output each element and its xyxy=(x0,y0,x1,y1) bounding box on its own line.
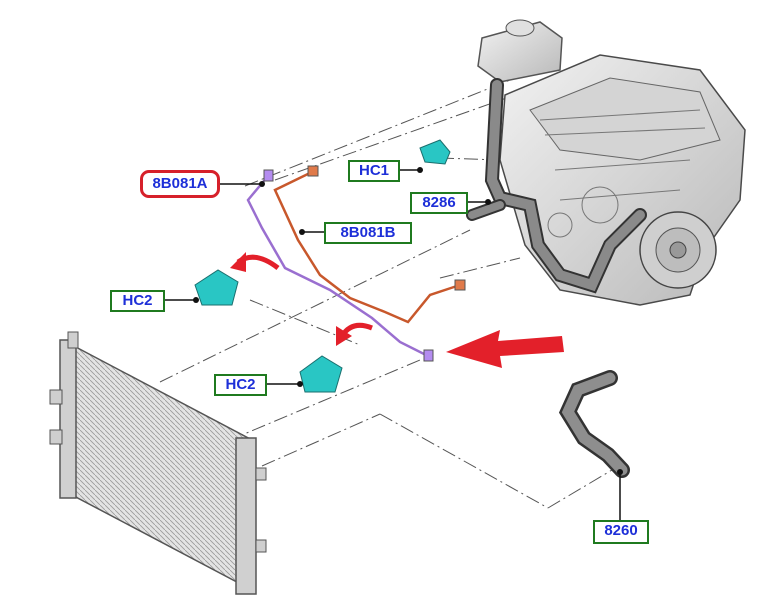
label-8b081a[interactable]: 8B081A xyxy=(140,170,220,198)
leader-lines xyxy=(159,79,613,509)
radiator-illustration xyxy=(49,331,267,595)
orange-hose xyxy=(273,170,461,324)
hose-clamp-icon xyxy=(299,355,343,393)
hose-connectors xyxy=(263,165,466,362)
upper-hose-illustration xyxy=(466,78,647,294)
curved-arrow-head-icon xyxy=(230,252,246,272)
label-8b081b[interactable]: 8B081B xyxy=(324,222,412,244)
label-hc2-upper[interactable]: HC2 xyxy=(110,290,165,312)
label-hc1[interactable]: HC1 xyxy=(348,160,400,182)
hose-clamp-icon xyxy=(194,269,239,306)
pointer-arrow-icon xyxy=(446,330,564,368)
curved-arrow-head-icon xyxy=(336,326,352,346)
engine-illustration xyxy=(499,54,746,306)
label-8286[interactable]: 8286 xyxy=(410,192,468,214)
label-leader-dots xyxy=(193,167,623,475)
label-hc2-lower[interactable]: HC2 xyxy=(214,374,267,396)
lower-hose-illustration xyxy=(558,370,630,478)
hose-clamp-icon xyxy=(419,139,451,165)
label-8260[interactable]: 8260 xyxy=(593,520,649,544)
label-leaders xyxy=(165,169,621,520)
expansion-tank-illustration xyxy=(477,19,563,83)
purple-hose xyxy=(246,175,429,358)
